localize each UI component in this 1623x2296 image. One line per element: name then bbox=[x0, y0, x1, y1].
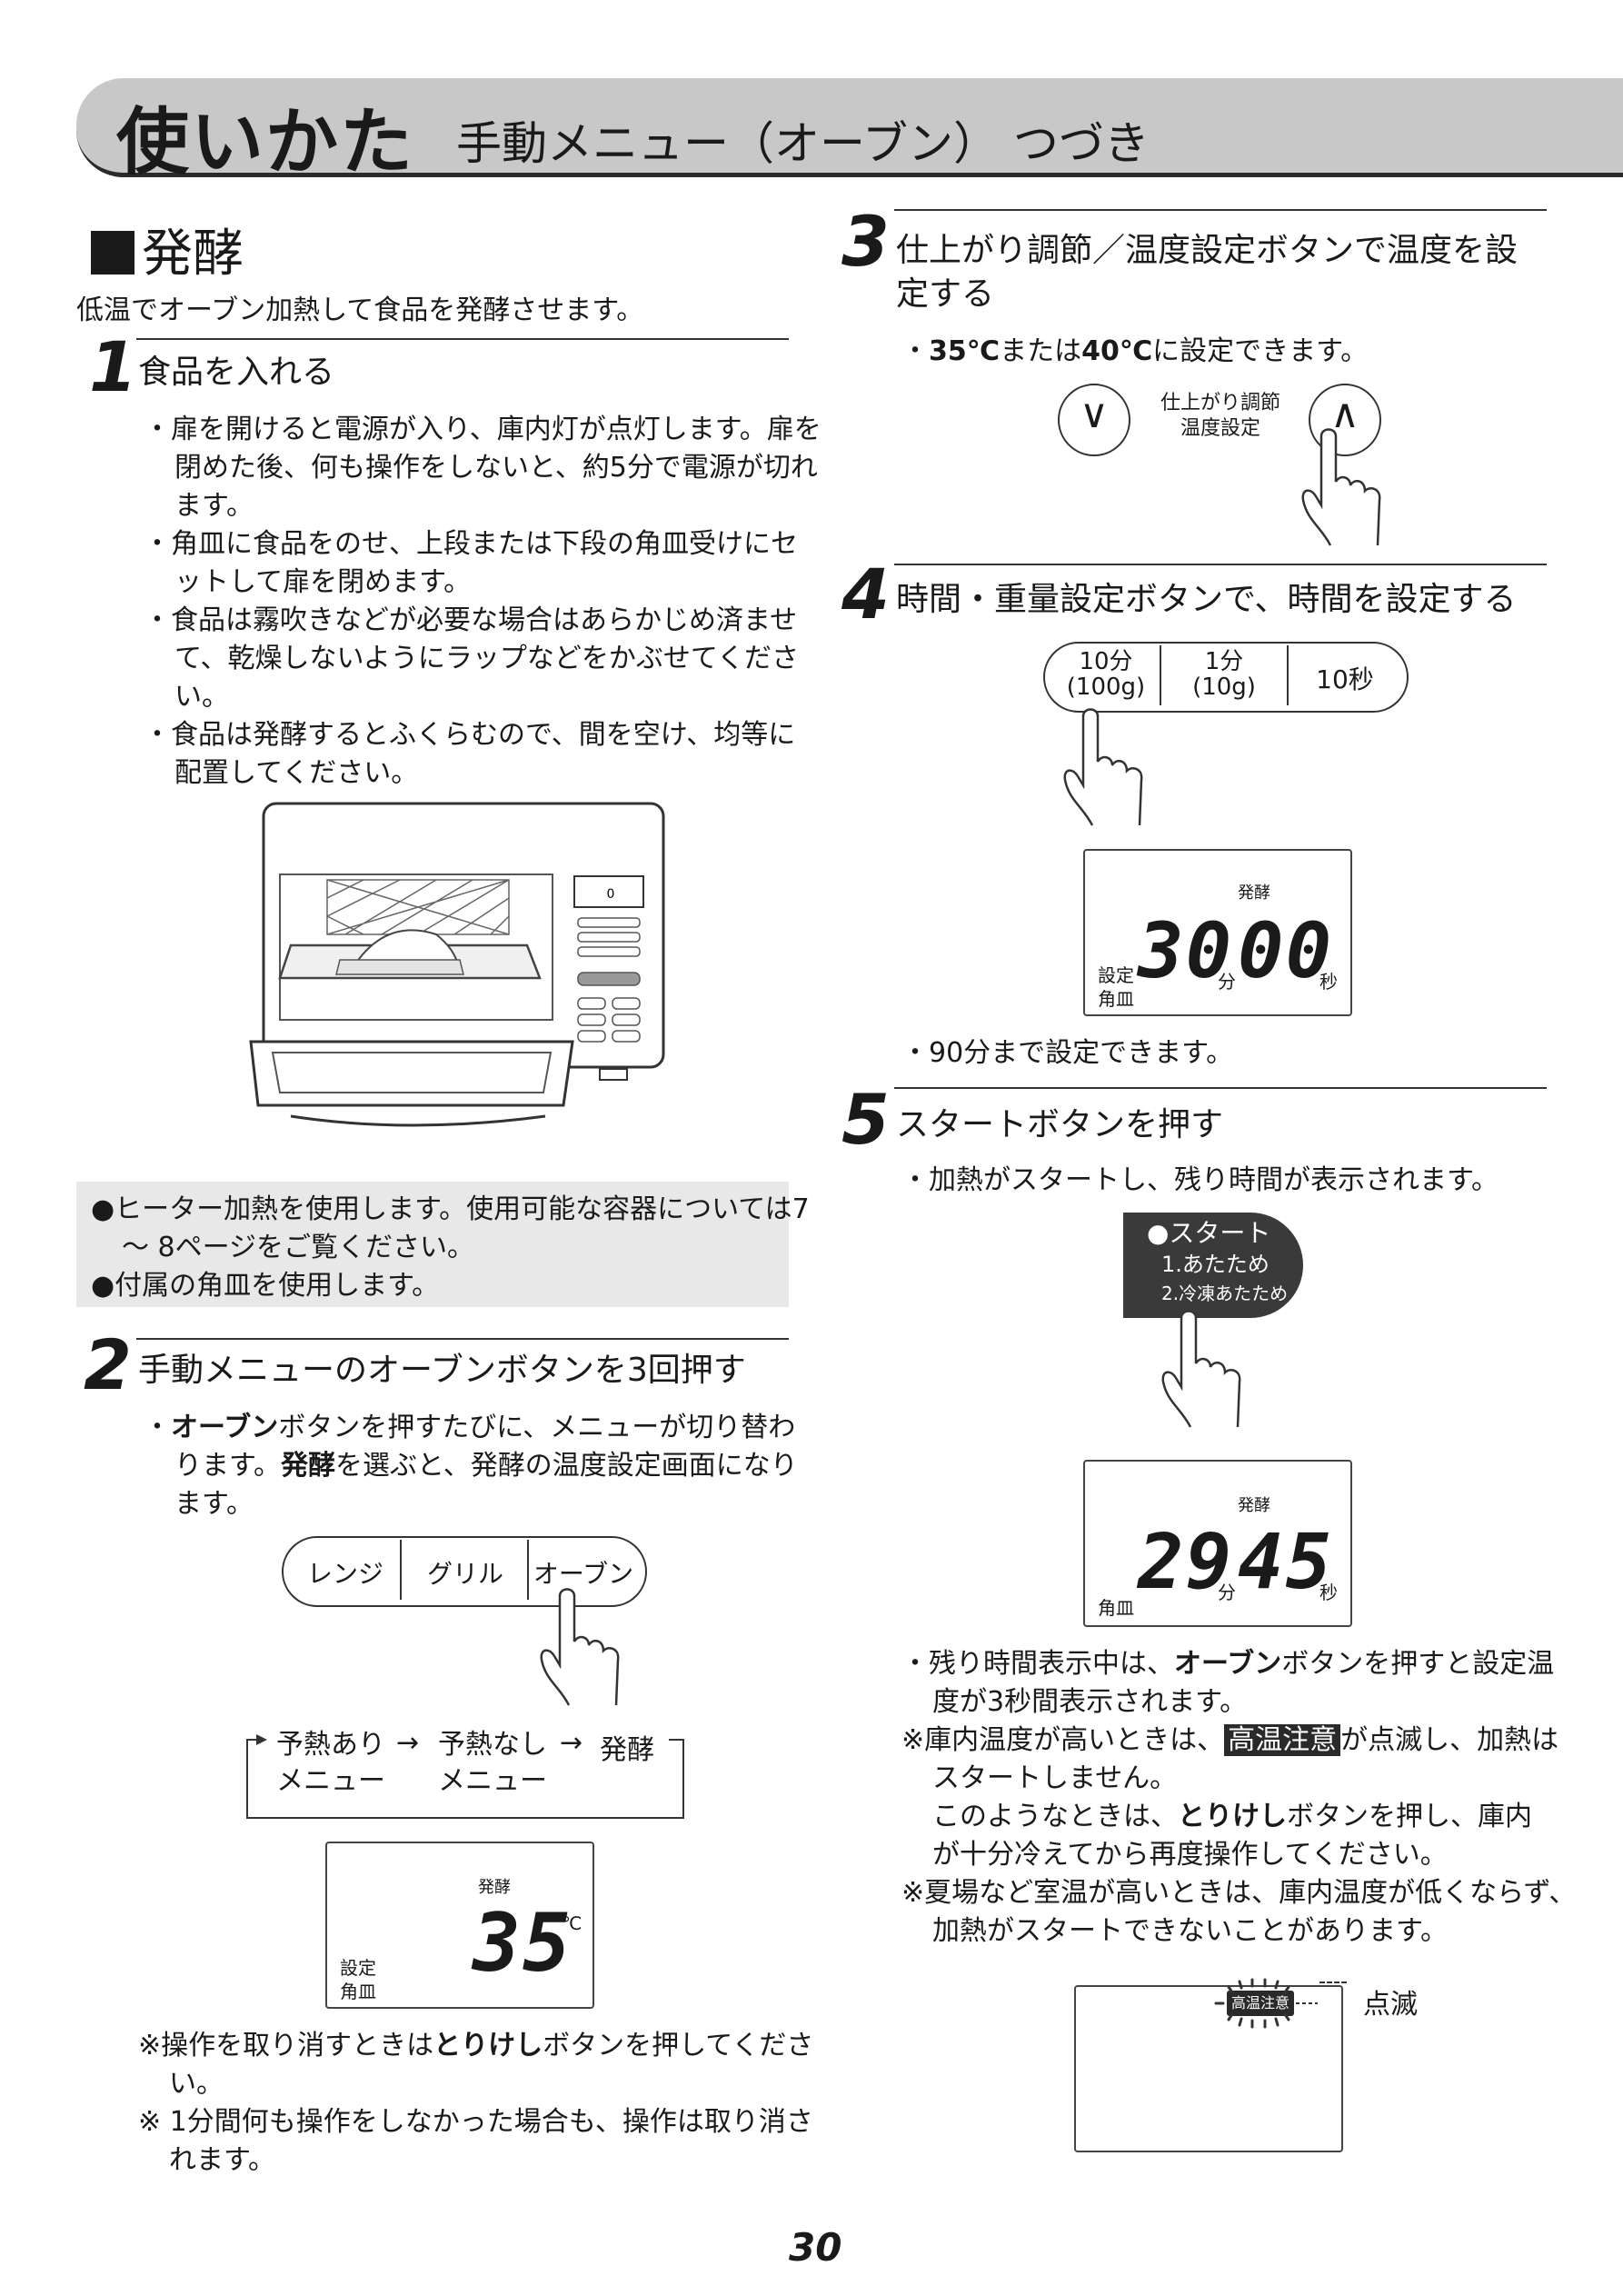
blink-label: 点滅 bbox=[1363, 1989, 1418, 2021]
section-intro: 低温でオーブン加熱して食品を発酵させます。 bbox=[76, 294, 644, 326]
lcd-setting-label: 設定角皿 bbox=[340, 1957, 376, 2002]
finish-temp-label: 仕上がり調節温度設定 bbox=[1160, 392, 1280, 440]
oven-illustration: 0 bbox=[249, 802, 665, 1127]
blink-leader-line bbox=[1319, 1982, 1347, 1985]
step1-bullet-1: ・扉を開けると電源が入り、庫内灯が点灯します。扉を閉めた後、何も操作をしないと、… bbox=[144, 414, 821, 522]
lcd-seconds-unit: 秒 bbox=[1319, 1582, 1338, 1603]
lcd-minutes: 29 bbox=[1138, 1517, 1234, 1606]
step1-bullet-3: ・食品は霧吹きなどが必要な場合はあらかじめ済ませて、乾燥しないようにラップなどを… bbox=[144, 604, 799, 713]
lcd-seconds: 00 bbox=[1238, 906, 1334, 995]
step5-bullet: ・加熱がスタートし、残り時間が表示されます。 bbox=[901, 1164, 1499, 1196]
flow-item-preheat: 予熱ありメニュー bbox=[276, 1729, 385, 1797]
step4-rule bbox=[894, 564, 1547, 565]
step2-title: 手動メニューのオーブンボタンを3回押す bbox=[138, 1352, 746, 1389]
lcd-time-display bbox=[1083, 849, 1352, 1016]
step3-rule bbox=[894, 209, 1547, 211]
step1-bullet-4: ・食品は発酵するとふくらむので、間を空け、均等に配置してください。 bbox=[144, 719, 796, 789]
range-button[interactable]: レンジ bbox=[306, 1559, 383, 1589]
step1-title: 食品を入れる bbox=[138, 354, 335, 391]
temp-down-button[interactable]: ∨ bbox=[1058, 384, 1130, 456]
step2-rule bbox=[136, 1338, 789, 1340]
start-button-line-3: 2.冷凍あたため bbox=[1161, 1283, 1289, 1304]
page-number: 30 bbox=[789, 2225, 842, 2270]
step2-number: 2 bbox=[84, 1324, 132, 1405]
step3-number: 3 bbox=[841, 201, 890, 282]
time-separator-1 bbox=[1160, 645, 1161, 705]
flow-item-no-preheat: 予熱なしメニュー bbox=[438, 1729, 547, 1797]
one-min-button[interactable]: 1分(10g) bbox=[1192, 648, 1256, 701]
page-title: 使いかた bbox=[116, 100, 414, 185]
step5-number: 5 bbox=[841, 1079, 890, 1160]
finger-icon bbox=[1161, 1310, 1241, 1428]
lcd-seconds-unit: 秒 bbox=[1319, 971, 1338, 993]
lcd-celsius-unit: ℃ bbox=[562, 1912, 582, 1934]
step3-bullet: ・35℃または40℃に設定できます。 bbox=[901, 335, 1369, 367]
time-separator-2 bbox=[1287, 645, 1289, 705]
step5-note-1: ・残り時間表示中は、オーブンボタンを押すと設定温度が3秒間表示されます。 bbox=[901, 1648, 1555, 1718]
lcd-setting-label: 設定角皿 bbox=[1098, 964, 1134, 1010]
high-temp-warning-badge: 高温注意 bbox=[1227, 1991, 1294, 2016]
header-band bbox=[76, 78, 1623, 177]
menu-separator-1 bbox=[400, 1540, 402, 1600]
flow-arrow-2: → bbox=[560, 1727, 583, 1759]
finger-icon bbox=[1301, 428, 1381, 546]
flow-item-ferment: 発酵 bbox=[600, 1734, 654, 1766]
ten-sec-button[interactable]: 10秒 bbox=[1316, 664, 1374, 694]
lcd-mode-label: 発酵 bbox=[478, 1878, 511, 1897]
lcd-minutes-unit: 分 bbox=[1218, 1582, 1236, 1603]
lcd-temp-display bbox=[325, 1842, 594, 2009]
step4-bullet: ・90分まで設定できます。 bbox=[901, 1037, 1234, 1069]
lcd-tray-label: 角皿 bbox=[1098, 1597, 1134, 1619]
start-button[interactable] bbox=[1123, 1213, 1303, 1318]
blink-indicator-icon bbox=[1214, 1978, 1318, 2029]
lcd-mode-label: 発酵 bbox=[1238, 1496, 1270, 1515]
oven-display-text: 0 bbox=[607, 887, 615, 902]
step4-title: 時間・重量設定ボタンで、時間を設定する bbox=[896, 581, 1517, 618]
step1-number: 1 bbox=[89, 326, 137, 407]
page-subtitle: 手動メニュー（オーブン） つづき bbox=[456, 117, 1150, 170]
lcd-remaining-display bbox=[1083, 1460, 1352, 1627]
ten-min-button[interactable]: 10分(100g) bbox=[1066, 648, 1146, 701]
lcd-mode-label: 発酵 bbox=[1238, 883, 1270, 903]
step4-number: 4 bbox=[841, 554, 890, 634]
lcd-seconds: 45 bbox=[1238, 1517, 1334, 1606]
oven-button[interactable]: オーブン bbox=[533, 1559, 634, 1589]
flow-arrow-1: → bbox=[396, 1727, 420, 1759]
section-title: 発酵 bbox=[91, 213, 244, 286]
step2-bullet: ・オーブンボタンを押すたびに、メニューが切り替わります。発酵を選ぶと、発酵の温度… bbox=[144, 1412, 798, 1520]
time-button-group bbox=[1043, 642, 1409, 713]
grill-button[interactable]: グリル bbox=[426, 1559, 503, 1589]
step5-note-3: ※夏場など室温が高いときは、庫内温度が低くならず、加熱がスタートできないことがあ… bbox=[901, 1877, 1577, 1947]
step5-note-2: ※庫内温度が高いときは、高温注意が点滅し、加熱はスタートしません。 bbox=[901, 1724, 1559, 1794]
step2-note-2: ※ 1分間何も操作をしなかった場合も、操作は取り消されます。 bbox=[138, 2106, 813, 2176]
flow-bracket bbox=[246, 1734, 684, 1819]
step1-bullet-2: ・角皿に食品をのせ、上段または下段の角皿受けにセットして扉を閉めます。 bbox=[144, 528, 798, 598]
finger-icon bbox=[540, 1588, 620, 1706]
menu-button-group bbox=[282, 1536, 647, 1607]
step2-note-1: ※操作を取り消すときはとりけしボタンを押してください。 bbox=[138, 2030, 814, 2100]
square-icon bbox=[91, 231, 134, 275]
lcd-warning-display bbox=[1074, 1985, 1343, 2152]
notice-line-2: ●付属の角皿を使用します。 bbox=[91, 1270, 440, 1302]
start-button-label: ●スタート bbox=[1147, 1218, 1271, 1248]
step5-rule bbox=[894, 1087, 1547, 1089]
step1-rule bbox=[136, 338, 789, 340]
step5-title: スタートボタンを押す bbox=[896, 1106, 1224, 1143]
lcd-temp-digits: 35 bbox=[473, 1896, 573, 1990]
notice-line-1: ●ヒーター加熱を使用します。使用可能な容器については7 ～ 8ページをご覧くださ… bbox=[91, 1193, 810, 1263]
lcd-minutes: 30 bbox=[1138, 906, 1234, 995]
menu-separator-2 bbox=[527, 1540, 529, 1600]
step3-title: 仕上がり調節／温度設定ボタンで温度を設定する bbox=[896, 232, 1518, 313]
step5-note-2-cont: このようなときは、とりけしボタンを押し、庫内が十分冷えてから再度操作してください… bbox=[932, 1801, 1532, 1871]
lcd-minutes-unit: 分 bbox=[1218, 971, 1236, 993]
finger-icon bbox=[1063, 708, 1143, 826]
start-button-line-2: 1.あたため bbox=[1161, 1252, 1270, 1277]
notice-box bbox=[76, 1182, 789, 1307]
